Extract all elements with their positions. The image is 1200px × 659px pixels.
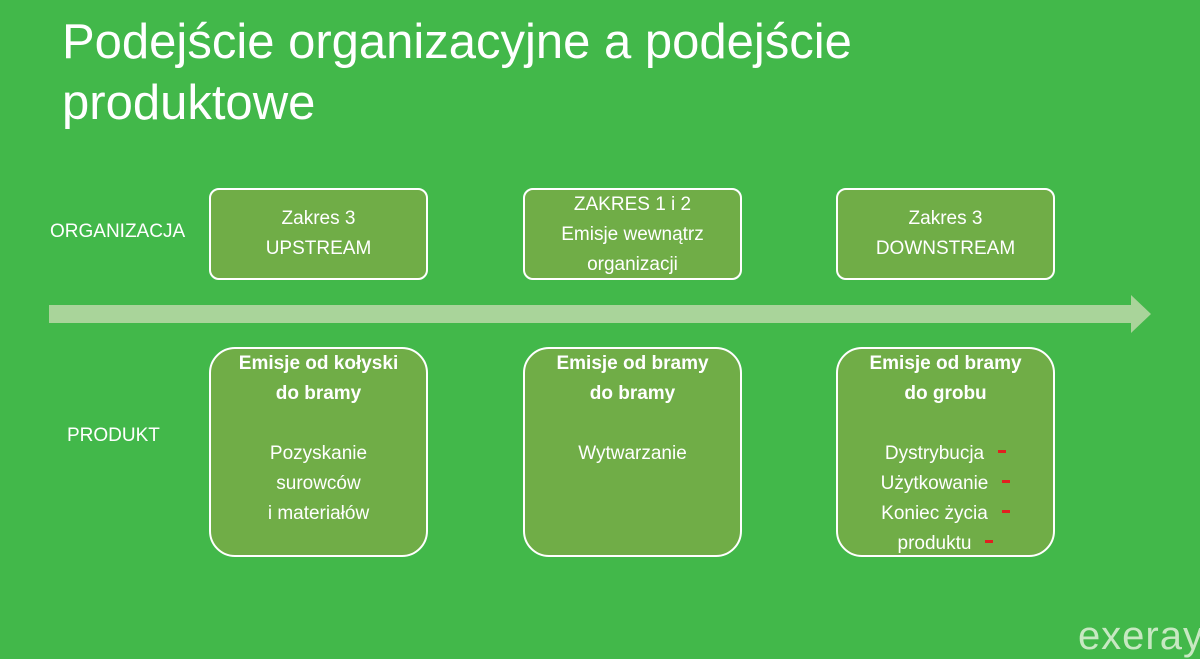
org-box-line: Emisje wewnątrz	[561, 224, 704, 245]
org-box-line: ZAKRES 1 i 2	[573, 194, 692, 215]
org-box-scope1-2: ZAKRES 1 i 2 Emisje wewnątrz organizacji	[523, 188, 742, 280]
product-box-item: surowców	[276, 473, 361, 494]
product-box-heading: do bramy	[589, 383, 676, 404]
product-box-item: Pozyskanie	[269, 443, 368, 464]
item-text: produktu	[897, 533, 972, 554]
org-box-line: UPSTREAM	[265, 238, 372, 259]
row-label-organization: ORGANIZACJA	[50, 221, 186, 242]
org-box-line: Zakres 3	[281, 208, 356, 229]
product-box-heading: do bramy	[275, 383, 362, 404]
product-box-item: Wytwarzanie	[578, 443, 687, 464]
red-dash-mark	[1002, 480, 1011, 484]
product-box-item: Koniec życia	[838, 499, 1053, 529]
red-dash-mark	[985, 540, 994, 544]
timeline-arrow-shape	[49, 295, 1151, 333]
product-box-cradle-to-gate: Emisje od kołyski do bramy Pozyskanie su…	[209, 347, 428, 557]
org-box-line: Zakres 3	[908, 208, 983, 229]
item-text: Dystrybucja	[884, 443, 985, 464]
item-text: Użytkowanie	[880, 473, 989, 494]
row-label-product: PRODUKT	[67, 425, 160, 446]
product-box-gate-to-grave: Emisje od bramy do grobu Dystrybucja Uży…	[836, 347, 1055, 557]
red-dash-mark	[998, 450, 1007, 454]
product-box-item: Użytkowanie	[838, 469, 1053, 499]
product-box-heading: Emisje od kołyski	[238, 353, 399, 374]
product-box-gate-to-gate: Emisje od bramy do bramy Wytwarzanie	[523, 347, 742, 557]
brand-logo: exeray	[1077, 614, 1200, 658]
red-dash-mark	[1001, 510, 1010, 514]
product-box-item: produktu	[838, 529, 1053, 559]
timeline-arrow	[49, 295, 1151, 333]
org-box-line: DOWNSTREAM	[875, 238, 1016, 259]
product-box-item: Dystrybucja	[838, 439, 1053, 469]
product-box-heading: Emisje od bramy	[556, 353, 709, 374]
product-box-item: i materiałów	[267, 503, 370, 524]
org-box-line: organizacji	[587, 254, 678, 275]
org-box-scope3-downstream: Zakres 3 DOWNSTREAM	[836, 188, 1055, 280]
item-text: Koniec życia	[881, 503, 988, 524]
product-box-heading: Emisje od bramy	[869, 353, 1022, 374]
slide-title: Podejście organizacyjne a podejście prod…	[62, 15, 852, 130]
org-box-scope3-upstream: Zakres 3 UPSTREAM	[209, 188, 428, 280]
product-box-heading: do grobu	[904, 383, 987, 404]
